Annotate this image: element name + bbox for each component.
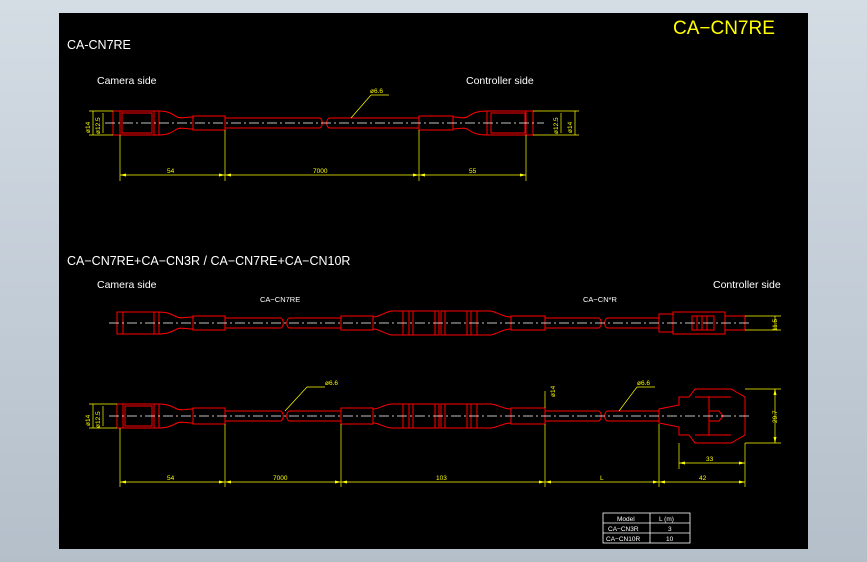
section2-camera-side-label: Camera side — [97, 279, 157, 291]
section2-dim-33: 33 — [706, 456, 714, 463]
section2-dia-14-mid: ø14 — [550, 385, 557, 397]
section2-dim-29-7: 29.7 — [772, 410, 779, 423]
section1-dimension-arrows — [120, 173, 526, 177]
section1-heading: CA-CN7RE — [67, 38, 131, 52]
section2-dim-7000: 7000 — [273, 475, 288, 482]
section2-dim-42: 42 — [699, 475, 707, 482]
section2-dim-11-5: 11.5 — [772, 318, 779, 331]
section1-dia-right-outer: ø14 — [567, 121, 574, 133]
section2-dim-L: L — [600, 475, 604, 482]
section1-camera-side-label: Camera side — [97, 75, 157, 87]
section1-dim-55: 55 — [469, 168, 477, 175]
section1-dia-right-inner: ø12.5 — [553, 117, 560, 134]
section1-dia-left-outer: ø14 — [85, 121, 92, 133]
section2-dia-cable-a: ø6.6 — [325, 380, 338, 387]
model-length-table: Model L (m) CA−CN3R 3 CA−CN10R 10 — [602, 512, 691, 544]
section1-dim-7000: 7000 — [313, 168, 328, 175]
table-row-1-model: CA−CN3R — [608, 526, 639, 533]
table-row-1-length: 3 — [668, 526, 672, 533]
section1-dimension-lines — [89, 94, 579, 181]
section1-dia-cable: ø6.6 — [370, 88, 383, 95]
section2-dia-left-inner: ø12.5 — [95, 411, 102, 428]
section1-dia-left-inner: ø12.5 — [95, 117, 102, 134]
section2-dim-54: 54 — [167, 475, 175, 482]
section2-dim-103: 103 — [436, 475, 447, 482]
section1-dim-54: 54 — [167, 168, 175, 175]
section2-controller-side-label: Controller side — [713, 279, 781, 291]
section2-label-cnxr: CA−CN*R — [583, 295, 618, 304]
table-header-model: Model — [617, 516, 635, 523]
section2-heading: CA−CN7RE+CA−CN3R / CA−CN7RE+CA−CN10R — [67, 254, 350, 268]
section2-row-b-dimension-arrows — [120, 389, 777, 484]
section2-dia-cable-b: ø6.6 — [637, 380, 650, 387]
section2-row-b-dimension-lines — [89, 386, 781, 487]
table-header-length: L (m) — [659, 516, 674, 523]
section2-row-a-dims — [745, 315, 781, 331]
cad-drawing-canvas: CA−CN7RE CA-CN7RE Camera side Controller… — [59, 13, 808, 549]
section2-label-cn7re: CA−CN7RE — [260, 295, 300, 304]
table-row-2-length: 10 — [666, 536, 674, 543]
title-block-text: CA−CN7RE — [673, 18, 775, 39]
cad-drawing-svg: CA−CN7RE CA-CN7RE Camera side Controller… — [67, 18, 781, 544]
section1-controller-side-label: Controller side — [466, 75, 534, 87]
table-row-2-model: CA−CN10R — [606, 536, 640, 543]
section2-dia-left-outer: ø14 — [85, 414, 92, 426]
